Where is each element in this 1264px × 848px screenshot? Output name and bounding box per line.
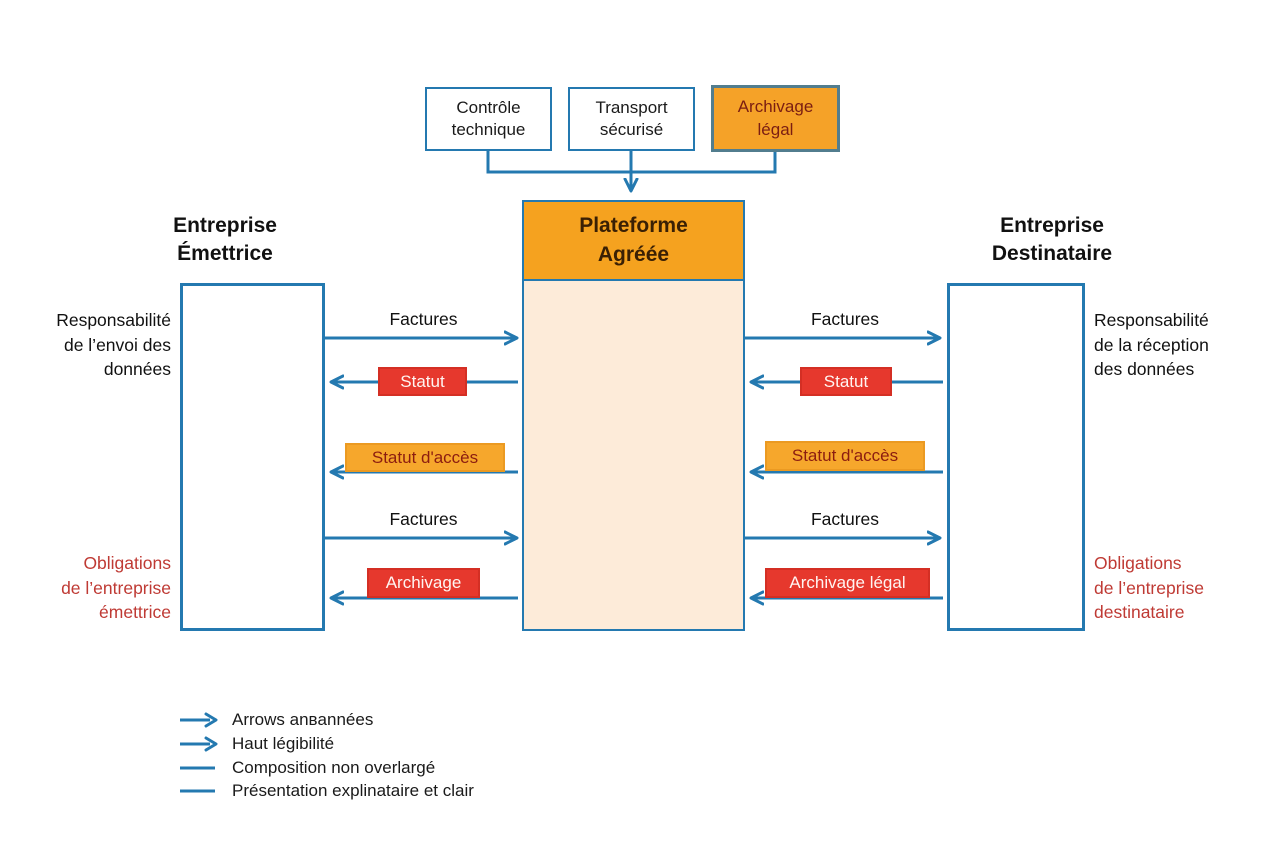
- right-entity-bottom-label: Obligations de l’entreprise destinataire: [1094, 553, 1204, 622]
- legend-item-4-label: Présentation explinataire et clair: [232, 781, 474, 800]
- platform-title: Plateforme Agréée: [579, 214, 688, 266]
- left-flow-statut-acces-label: Statut d'accès: [371, 447, 479, 467]
- right-flow-statut-acces: Statut d'accès: [765, 441, 925, 471]
- left-entity-top-label: Responsabilité de l’envoi des données: [56, 310, 171, 379]
- right-flow-factures-2: Factures: [810, 509, 880, 529]
- right-flow-statut-label: Statut: [823, 371, 869, 391]
- right-flow-statut-acces-label: Statut d'accès: [791, 446, 899, 465]
- left-flow-archivage-label: Archivage: [385, 573, 462, 592]
- legend-item-1-label: Arrows anʙannées: [232, 710, 374, 729]
- box-controle-technique-label: Contrôle technique: [451, 97, 526, 139]
- box-archivage-legal-top-label: Archivage légal: [737, 97, 814, 139]
- legend-arrow-icon: [180, 712, 218, 728]
- box-controle-technique: Contrôle technique: [425, 87, 552, 151]
- left-flow-factures-1: Factures: [389, 309, 458, 329]
- platform-header: Plateforme Agréée: [522, 200, 745, 281]
- right-entity-box: [947, 283, 1085, 631]
- left-flow-statut-acces: Statut d'accès: [345, 443, 505, 472]
- left-flow-statut-label: Statut: [400, 371, 445, 391]
- left-flow-statut: Statut: [378, 367, 467, 396]
- legend-item-3: Composition non overlargé: [179, 757, 435, 779]
- box-archivage-legal-top: Archivage légal: [711, 85, 840, 152]
- legend-item-2-label: Haut légibilité: [232, 734, 335, 753]
- box-transport-securise-label: Transport sécurisé: [595, 97, 668, 139]
- left-entity-box: [180, 283, 325, 631]
- legend-item-1: Arrows anʙannées: [179, 709, 373, 731]
- legend-item-4: Présentation explinataire et clair: [179, 780, 474, 802]
- box-transport-securise: Transport sécurisé: [568, 87, 695, 151]
- legend-item-2: Haut légibilité: [179, 733, 334, 755]
- right-flow-archivage-legal-label: Archivage légal: [789, 573, 906, 592]
- right-entity-title: Entreprise Destinataire: [991, 214, 1113, 266]
- legend-item-3-label: Composition non overlargé: [232, 758, 436, 777]
- legend-line-icon: [180, 789, 215, 793]
- right-flow-factures-1: Factures: [810, 309, 880, 329]
- platform-box: Plateforme Agréée: [522, 200, 745, 631]
- left-flow-archivage: Archivage: [367, 568, 480, 598]
- right-flow-archivage-legal: Archivage légal: [765, 568, 930, 598]
- left-entity-title: Entreprise Émettrice: [173, 214, 277, 266]
- legend-arrow-icon: [180, 736, 218, 752]
- left-entity-bottom-label: Obligations de l’entreprise émettrice: [61, 553, 171, 622]
- legend-line-icon: [180, 766, 215, 770]
- right-entity-top-label: Responsabilité de la réception des donné…: [1094, 310, 1209, 379]
- left-flow-factures-2: Factures: [389, 509, 458, 529]
- right-flow-statut: Statut: [800, 367, 892, 396]
